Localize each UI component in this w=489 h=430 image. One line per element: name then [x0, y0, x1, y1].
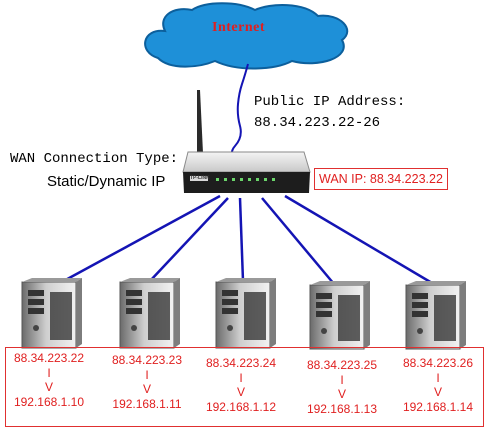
router-icon	[182, 90, 311, 193]
computer-icon	[309, 281, 370, 350]
computer-icon	[405, 281, 466, 350]
host-public-ip: 88.34.223.22	[13, 351, 85, 365]
public-ip-title: Public IP Address:	[254, 94, 406, 110]
router-brand: TP-LINK	[190, 175, 210, 181]
internet-link	[230, 63, 249, 167]
public-ip-block: Public IP Address: 88.34.223.22-26	[254, 92, 405, 134]
host-private-ip: 192.168.1.11	[112, 396, 182, 411]
wan-ip-label: WAN IP: 88.34.223.22	[314, 168, 448, 190]
host-public-ip: 88.34.223.26	[402, 356, 474, 370]
host-private-ip: 192.168.1.10	[13, 394, 85, 409]
internet-cloud	[144, 2, 349, 70]
wan-connection-type-label: WAN Connection Type:	[10, 151, 179, 167]
host-public-ip: 88.34.223.23	[111, 353, 183, 367]
computer-icon	[21, 278, 82, 349]
internet-label: Internet	[212, 20, 265, 35]
router-logo-mark	[190, 176, 208, 181]
host-address-box	[5, 347, 484, 427]
computer-icon	[215, 278, 276, 349]
host-private-ip: 192.168.1.14	[402, 399, 474, 414]
computer-icon	[119, 278, 180, 349]
host-private-ip: 192.168.1.13	[306, 401, 378, 416]
host-computers	[21, 278, 466, 350]
wan-connection-type-value: Static/Dynamic IP	[47, 173, 166, 190]
host-public-ip: 88.34.223.24	[205, 356, 277, 370]
public-ip-range: 88.34.223.22-26	[254, 115, 381, 131]
host-links	[59, 194, 433, 285]
host-public-ip: 88.34.223.25	[306, 358, 378, 372]
host-private-ip: 192.168.1.12	[205, 399, 277, 414]
